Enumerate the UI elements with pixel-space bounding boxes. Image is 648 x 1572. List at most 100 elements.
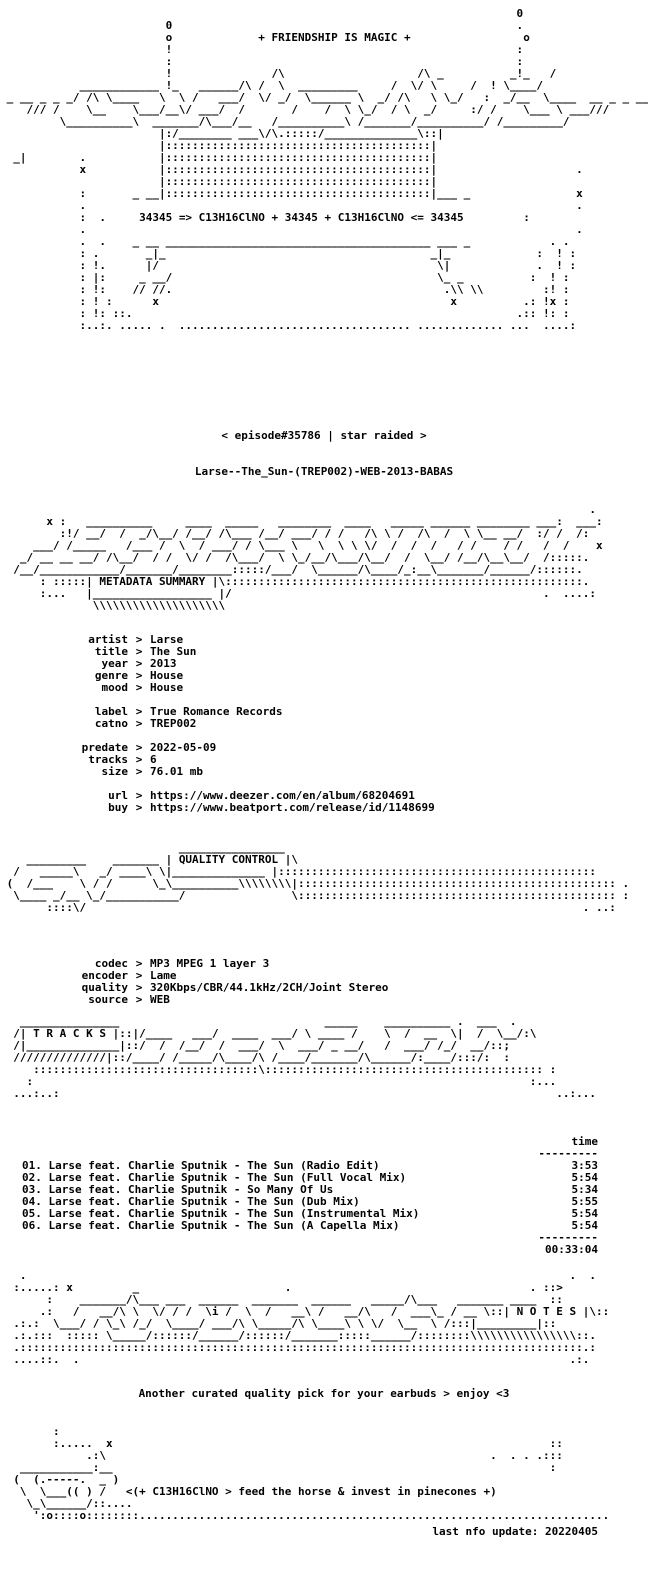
metadata-value: Larse bbox=[150, 633, 184, 646]
metadata-key: buy bbox=[108, 801, 128, 814]
metadata-row: catno > TREP002 bbox=[0, 718, 648, 730]
track-time: 5:34 bbox=[571, 1183, 599, 1196]
metadata-key: year bbox=[101, 657, 129, 670]
metadata-key: label bbox=[94, 705, 128, 718]
track-title: 05. Larse feat. Charlie Sputnik - The Su… bbox=[22, 1207, 420, 1220]
separator: > bbox=[135, 741, 143, 754]
metadata-row: title > The Sun bbox=[0, 646, 648, 658]
metadata-value: The Sun bbox=[150, 645, 197, 658]
notes-banner: . . . :.....: x _ . . ::> : _______/\___… bbox=[13, 1269, 610, 1366]
metadata-value[interactable]: https://www.beatport.com/release/id/1148… bbox=[150, 801, 435, 814]
metadata-row: genre > House bbox=[0, 670, 648, 682]
quality-row: codec > MP3 MPEG 1 layer 3 bbox=[0, 958, 648, 970]
notes-text: Another curated quality pick for your ea… bbox=[138, 1387, 510, 1400]
metadata-heading: METADATA SUMMARY bbox=[99, 575, 206, 588]
quality-banner: ________________ _________ _______ | QUA… bbox=[6, 841, 630, 914]
time-divider: --------- bbox=[538, 1147, 598, 1160]
quality-row: quality >320Kbps/CBR/44.1kHz/2CH/Joint St… bbox=[0, 982, 648, 994]
track-row: 04. Larse feat. Charlie Sputnik - The Su… bbox=[22, 1196, 598, 1208]
tracklist: time --------- 01. Larse feat. Charlie S… bbox=[22, 1136, 598, 1256]
metadata-key: mood bbox=[101, 681, 129, 694]
metadata-key: size bbox=[101, 765, 129, 778]
separator: > bbox=[135, 681, 143, 694]
track-title: 06. Larse feat. Charlie Sputnik - The Su… bbox=[22, 1219, 400, 1232]
separator: > bbox=[135, 633, 143, 646]
track-title: 01. Larse feat. Charlie Sputnik - The Su… bbox=[22, 1159, 380, 1172]
metadata-row: predate >2022-05-09 bbox=[0, 742, 648, 754]
metadata-value: 76.01 mb bbox=[150, 765, 203, 778]
separator: > bbox=[135, 645, 143, 658]
metadata-row: artist>Larse bbox=[0, 634, 648, 646]
metadata-row: url > https://www.deezer.com/en/album/6820… bbox=[0, 790, 648, 802]
quality-row: source > WEB bbox=[0, 994, 648, 1006]
metadata-banner: . x : __________ ____ _____ ________ ___… bbox=[13, 503, 603, 612]
tracks-heading: T R A C K S bbox=[33, 1027, 106, 1040]
quality-heading: QUALITY CONTROL bbox=[178, 853, 279, 866]
metadata-value: House bbox=[150, 669, 184, 682]
castle-art: 0 0 . o + FRIENDSHIP IS MAGIC + o ! bbox=[6, 7, 648, 332]
track-title: 02. Larse feat. Charlie Sputnik - The Su… bbox=[22, 1171, 407, 1184]
episode-line: < episode#35786 | star raided > bbox=[221, 429, 427, 442]
quality-value: MP3 MPEG 1 layer 3 bbox=[150, 957, 270, 970]
last-update: last nfo update: 20220405 bbox=[432, 1525, 598, 1538]
track-time: 5:54 bbox=[571, 1207, 599, 1220]
track-title: 04. Larse feat. Charlie Sputnik - The Su… bbox=[22, 1195, 360, 1208]
total-time: 00:33:04 bbox=[545, 1243, 598, 1256]
formula: 34345 => C13H16ClNO + 34345 + C13H16ClNO… bbox=[139, 211, 464, 224]
separator: > bbox=[135, 717, 143, 730]
metadata-value: 6 bbox=[150, 753, 157, 766]
track-time: 5:54 bbox=[571, 1219, 599, 1232]
metadata-value: TREP002 bbox=[150, 717, 197, 730]
track-time: 5:54 bbox=[571, 1171, 599, 1184]
track-row: 01. Larse feat. Charlie Sputnik - The Su… bbox=[22, 1160, 598, 1172]
metadata-row: size >76.01 mb bbox=[0, 766, 648, 778]
track-time: 3:53 bbox=[571, 1159, 599, 1172]
quality-key: codec bbox=[94, 957, 128, 970]
metadata-key: catno bbox=[94, 717, 128, 730]
metadata-row: mood > House bbox=[0, 682, 648, 694]
track-row: 05. Larse feat. Charlie Sputnik - The Su… bbox=[22, 1208, 598, 1220]
tracks-banner: _______________ _____ __________ . ___ .… bbox=[13, 1015, 597, 1100]
metadata-key: title bbox=[94, 645, 128, 658]
separator: > bbox=[135, 789, 143, 802]
separator: > bbox=[135, 981, 143, 994]
metadata-key: genre bbox=[94, 669, 128, 682]
separator: > bbox=[135, 765, 143, 778]
track-row: 03. Larse feat. Charlie Sputnik - So Man… bbox=[22, 1184, 598, 1196]
track-title: 03. Larse feat. Charlie Sputnik - So Man… bbox=[22, 1183, 334, 1196]
track-row: 06. Larse feat. Charlie Sputnik - The Su… bbox=[22, 1220, 598, 1232]
metadata-key: url bbox=[108, 789, 128, 802]
metadata-key: tracks bbox=[88, 753, 128, 766]
notes-heading: N O T E S bbox=[516, 1305, 577, 1318]
metadata-row: buy>https://www.beatport.com/release/id/… bbox=[0, 802, 648, 814]
metadata-value: True Romance Records bbox=[150, 705, 283, 718]
tagline: + FRIENDSHIP IS MAGIC + bbox=[258, 31, 411, 44]
metadata-row: tracks >6 bbox=[0, 754, 648, 766]
quality-row: encoder > Lame bbox=[0, 970, 648, 982]
separator: > bbox=[135, 993, 143, 1006]
quality-key: quality bbox=[81, 981, 128, 994]
quality-key: encoder bbox=[81, 969, 128, 982]
separator: > bbox=[135, 753, 143, 766]
footer-art: : :..... x :: .:\ . . . .::: ___________… bbox=[13, 1425, 610, 1522]
metadata-row: year>2013 bbox=[0, 658, 648, 670]
release-name: Larse--The_Sun-(TREP002)-WEB-2013-BABAS bbox=[194, 465, 454, 478]
metadata-key: predate bbox=[81, 741, 128, 754]
metadata-value: House bbox=[150, 681, 184, 694]
quality-value: 320Kbps/CBR/44.1kHz/2CH/Joint Stereo bbox=[150, 981, 389, 994]
quality-value: Lame bbox=[150, 969, 177, 982]
separator: > bbox=[135, 969, 143, 982]
time-divider: --------- bbox=[538, 1231, 598, 1244]
track-row: 02. Larse feat. Charlie Sputnik - The Su… bbox=[22, 1172, 598, 1184]
separator: > bbox=[135, 957, 143, 970]
metadata-value: 2013 bbox=[150, 657, 177, 670]
metadata-value[interactable]: https://www.deezer.com/en/album/68204691 bbox=[150, 789, 415, 802]
time-header: time bbox=[571, 1135, 599, 1148]
separator: > bbox=[135, 669, 143, 682]
quality-key: source bbox=[88, 993, 128, 1006]
quality-value: WEB bbox=[150, 993, 170, 1006]
metadata-value: 2022-05-09 bbox=[150, 741, 217, 754]
